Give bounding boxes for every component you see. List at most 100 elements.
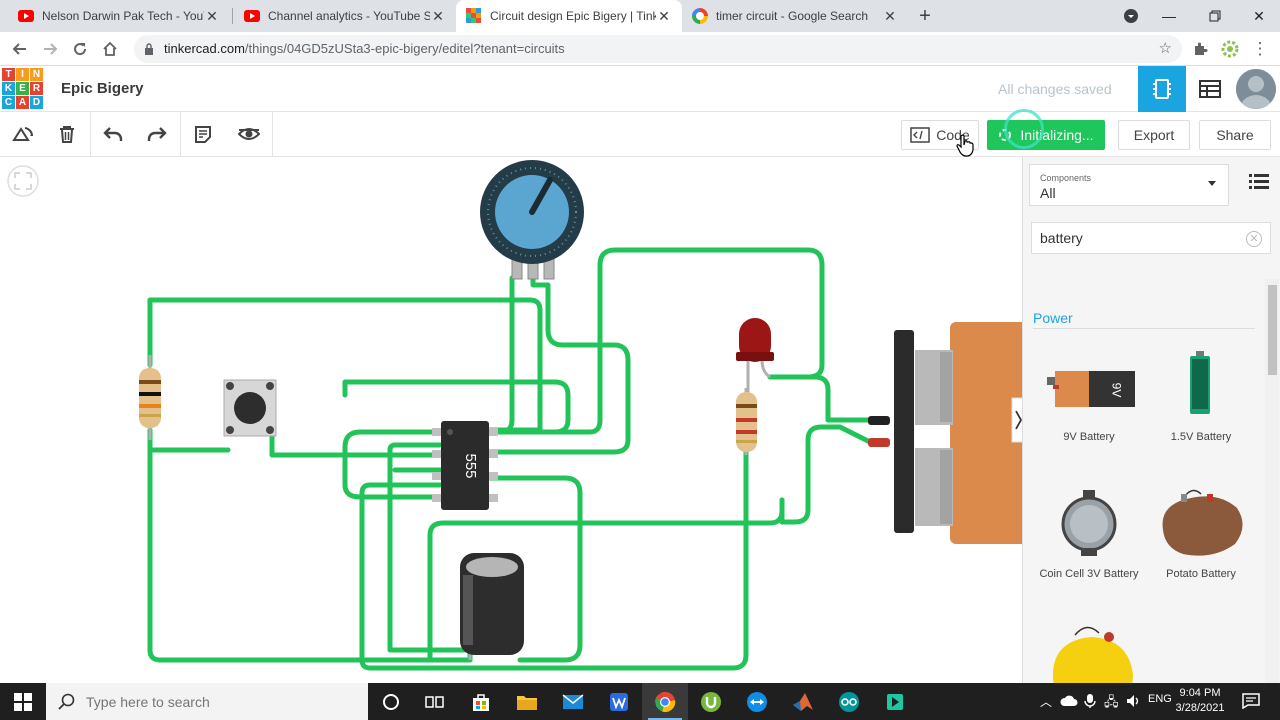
gear-extension-icon[interactable] <box>1218 37 1242 61</box>
tinkercad-logo[interactable]: T I N K E R C A D <box>2 68 43 109</box>
notes-icon[interactable] <box>188 120 218 148</box>
tab-tinkercad[interactable]: Circuit design Epic Bigery | Tinkercad ✕ <box>456 0 682 32</box>
table-icon <box>1199 80 1221 98</box>
redo-icon[interactable] <box>142 120 172 148</box>
close-icon[interactable]: ✕ <box>658 7 670 24</box>
new-tab-button[interactable]: + <box>919 5 931 27</box>
volume-icon[interactable] <box>1126 694 1142 708</box>
search-input[interactable] <box>86 693 346 710</box>
component-9v-battery[interactable]: 9V 9V Battery <box>1043 347 1143 443</box>
resistor-left[interactable] <box>139 355 161 440</box>
timer-chip-555[interactable] <box>432 421 498 510</box>
url-path: /things/04GD5zUSta3-epic-bigery/editel?t… <box>244 41 565 56</box>
reload-icon[interactable] <box>68 37 92 61</box>
tinkercad-icon <box>466 8 482 24</box>
component-potato-battery[interactable]: Potato Battery <box>1151 482 1251 602</box>
extensions-icon[interactable] <box>1188 37 1212 61</box>
wps-writer-icon[interactable] <box>596 683 642 720</box>
chevron-down-icon <box>1208 181 1216 186</box>
close-window-button[interactable]: ✕ <box>1253 7 1265 24</box>
search-icon <box>58 693 75 710</box>
notifications-icon[interactable] <box>1242 693 1260 709</box>
url-bar[interactable]: tinkercad.com/things/04GD5zUSta3-epic-bi… <box>134 35 1182 63</box>
component-list-view-button[interactable] <box>1188 66 1232 112</box>
url-host: tinkercad.com <box>164 41 245 56</box>
tab-channel-analytics[interactable]: Channel analytics - YouTube Studio ✕ <box>234 0 456 32</box>
component-1-5v-battery[interactable]: 1.5V Battery <box>1151 347 1251 443</box>
potentiometer[interactable] <box>480 160 584 280</box>
circuit-view-button[interactable] <box>1138 66 1186 112</box>
fit-view-icon[interactable] <box>7 165 39 197</box>
clear-search-icon[interactable]: ✕ <box>1246 231 1262 247</box>
tab-google-search[interactable]: timer circuit - Google Search ✕ <box>682 0 908 32</box>
browser-menu-icon[interactable]: ⋮ <box>1251 39 1269 58</box>
start-button[interactable] <box>0 683 46 720</box>
components-panel: Components All ✕ Power 9V 9V Battery 1.5… <box>1022 157 1280 683</box>
hand-cursor-icon <box>956 134 974 157</box>
home-icon[interactable] <box>98 37 122 61</box>
utorrent-icon[interactable] <box>688 683 734 720</box>
back-icon[interactable] <box>8 37 32 61</box>
undo-icon[interactable] <box>98 120 128 148</box>
taskbar-clock[interactable]: 9:04 PM 3/28/2021 <box>1175 687 1225 714</box>
youtube-icon <box>18 8 34 24</box>
editor-toolbar: Code Initializing... Export Share <box>0 109 1280 157</box>
mail-icon[interactable] <box>550 683 596 720</box>
electrolytic-capacitor[interactable] <box>460 553 524 660</box>
windows-taskbar: ︿ 🖧 ENG 9:04 PM 3/28/2021 <box>0 683 1280 720</box>
matlab-icon[interactable] <box>780 683 826 720</box>
close-icon[interactable]: ✕ <box>432 7 444 24</box>
file-explorer-icon[interactable] <box>504 683 550 720</box>
google-icon <box>692 8 708 24</box>
delete-icon[interactable] <box>52 120 82 148</box>
close-icon[interactable]: ✕ <box>884 7 896 24</box>
category-title: Power <box>1033 310 1073 326</box>
windows-icon <box>14 692 32 711</box>
export-button[interactable]: Export <box>1118 120 1190 150</box>
collapse-panel-icon[interactable] <box>1011 397 1022 443</box>
star-icon[interactable]: ☆ <box>1158 40 1172 57</box>
filmora-icon[interactable] <box>872 683 918 720</box>
task-view-icon[interactable] <box>412 683 458 720</box>
tab-youtube-channel[interactable]: Nelson Darwin Pak Tech - YouTube ✕ <box>8 0 230 32</box>
circuit-canvas[interactable]: 555 <box>0 157 1022 683</box>
project-title[interactable]: Epic Bigery <box>61 80 144 97</box>
profile-menu-icon[interactable] <box>1108 0 1154 32</box>
taskbar-search[interactable] <box>46 683 368 720</box>
visibility-icon[interactable] <box>234 120 264 148</box>
component-lemon-battery[interactable] <box>1043 613 1143 683</box>
components-dropdown[interactable]: Components All <box>1029 164 1229 206</box>
pushbutton[interactable] <box>223 379 277 437</box>
youtube-icon <box>244 8 260 24</box>
share-button[interactable]: Share <box>1199 120 1271 150</box>
forward-icon[interactable] <box>38 37 62 61</box>
rotate-icon[interactable] <box>8 120 38 148</box>
arduino-icon[interactable] <box>826 683 872 720</box>
chrome-icon[interactable] <box>642 683 688 720</box>
network-icon[interactable]: 🖧 <box>1104 694 1119 709</box>
app-header: T I N K E R C A D Epic Bigery All change… <box>0 66 1280 112</box>
maximize-button[interactable] <box>1192 0 1238 32</box>
cortana-icon[interactable] <box>368 683 414 720</box>
code-icon <box>910 127 931 143</box>
microphone-icon[interactable] <box>1084 693 1096 709</box>
panel-scrollbar[interactable] <box>1265 279 1279 683</box>
avatar[interactable] <box>1236 69 1276 109</box>
click-ripple <box>1004 109 1044 149</box>
store-icon[interactable] <box>458 683 504 720</box>
resistor-led[interactable] <box>736 388 757 455</box>
led-red[interactable] <box>736 318 774 398</box>
minimize-button[interactable]: — <box>1162 8 1176 24</box>
chip-icon <box>1153 79 1171 99</box>
component-coin-cell-battery[interactable]: Coin Cell 3V Battery <box>1039 482 1143 602</box>
battery-label: 9V <box>1109 382 1124 398</box>
search-input[interactable] <box>1032 223 1232 253</box>
teamviewer-icon[interactable] <box>734 683 780 720</box>
close-icon[interactable]: ✕ <box>206 7 218 24</box>
battery-9v-canvas[interactable] <box>868 322 1022 544</box>
tray-chevron-icon[interactable]: ︿ <box>1040 695 1053 709</box>
list-view-icon[interactable] <box>1249 173 1269 191</box>
scrollbar-thumb[interactable] <box>1268 285 1277 375</box>
language-icon[interactable]: ENG <box>1148 693 1172 705</box>
onedrive-icon[interactable] <box>1060 695 1078 707</box>
